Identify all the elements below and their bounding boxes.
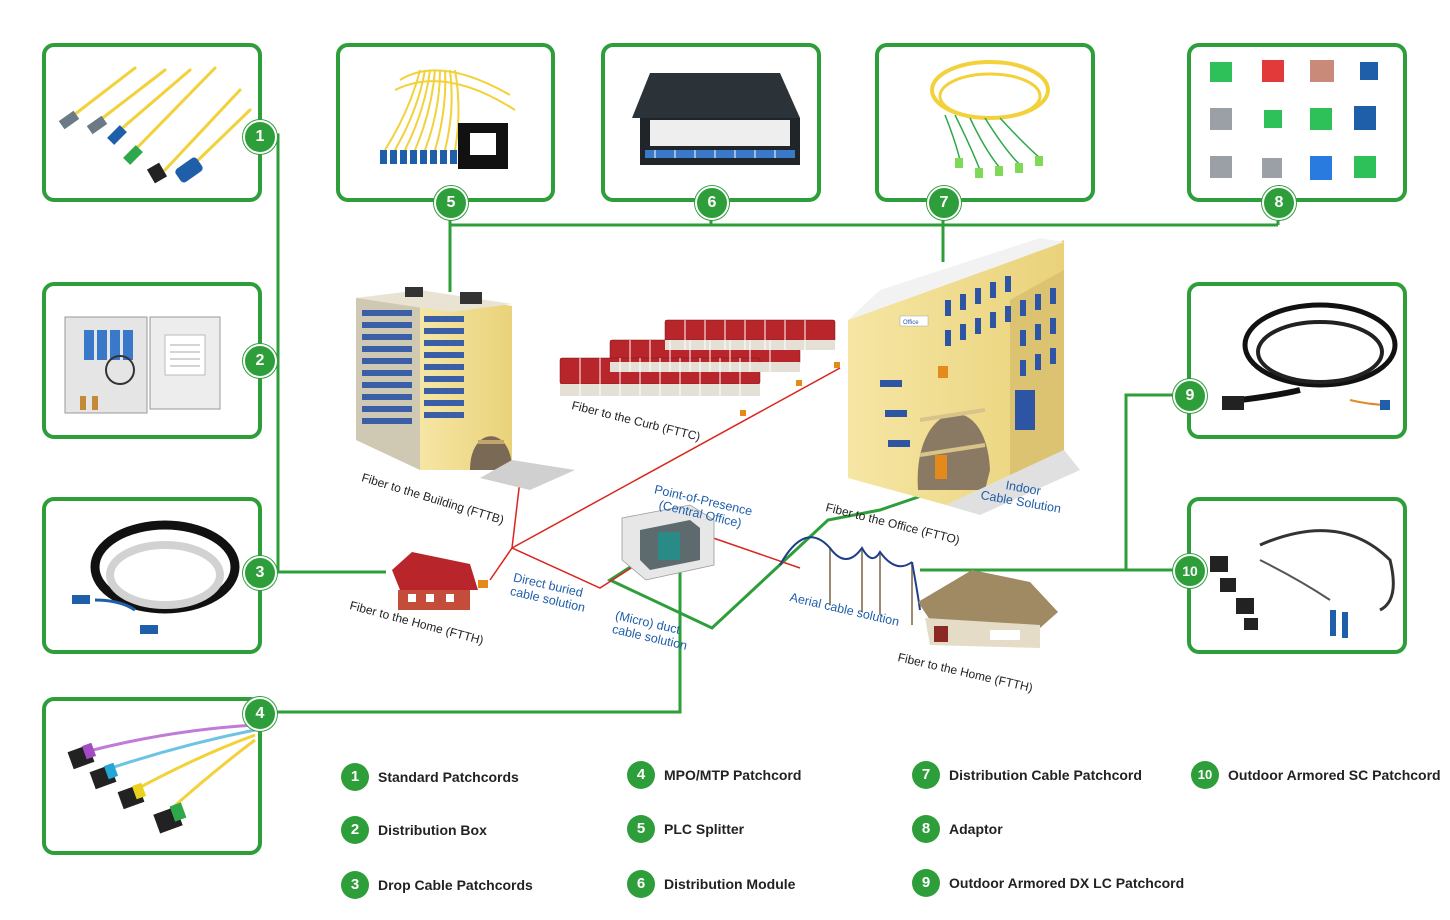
legend-item-4: 4 MPO/MTP Patchcord: [627, 760, 801, 790]
badge-8: 8: [1262, 186, 1296, 220]
legend-item-5: 5 PLC Splitter: [627, 814, 744, 844]
legend-item-8: 8 Adaptor: [912, 814, 1003, 844]
legend-num-3: 3: [341, 871, 369, 899]
badge-6: 6: [695, 186, 729, 220]
legend-text-9: Outdoor Armored DX LC Patchcord: [949, 875, 1185, 891]
legend-item-7: 7 Distribution Cable Patchcord: [912, 760, 1142, 790]
legend-num-9: 9: [912, 869, 940, 897]
badge-1: 1: [243, 120, 277, 154]
badge-7: 7: [927, 186, 961, 220]
fttc-houses: [559, 319, 840, 416]
product-7-illustration: [930, 60, 1050, 178]
legend-item-2: 2 Distribution Box: [341, 815, 487, 845]
legend-text-2: Distribution Box: [378, 822, 487, 838]
badge-2: 2: [243, 344, 277, 378]
legend-num-7: 7: [912, 761, 940, 789]
legend-text-7: Distribution Cable Patchcord: [949, 767, 1142, 783]
product-4-illustration: [67, 723, 256, 834]
ftth-right-house: [918, 570, 1058, 648]
legend-num-8: 8: [912, 815, 940, 843]
legend-text-5: PLC Splitter: [664, 821, 745, 837]
legend-text-3: Drop Cable Patchcords: [378, 877, 533, 893]
badge-10: 10: [1173, 554, 1207, 588]
fttb-building: [356, 287, 575, 490]
legend-text-8: Adaptor: [949, 821, 1003, 837]
legend-num-6: 6: [627, 870, 655, 898]
legend-item-3: 3 Drop Cable Patchcords: [341, 870, 533, 900]
product-5-illustration: [380, 69, 516, 169]
legend-item-1: 1 Standard Patchcords: [341, 762, 519, 792]
ftth-left-house: [392, 552, 488, 610]
legend-text-1: Standard Patchcords: [378, 769, 519, 785]
badge-4: 4: [243, 697, 277, 731]
legend-num-4: 4: [627, 761, 655, 789]
legend-item-9: 9 Outdoor Armored DX LC Patchcord: [912, 868, 1184, 898]
legend-text-6: Distribution Module: [664, 876, 796, 892]
product-10-illustration: [1210, 529, 1395, 638]
legend-item-6: 6 Distribution Module: [627, 869, 795, 899]
connector-4: [262, 560, 682, 714]
badge-9: 9: [1173, 379, 1207, 413]
aerial-cable-poles: [779, 536, 921, 625]
product-9-illustration: [1222, 302, 1398, 410]
legend-num-5: 5: [627, 815, 655, 843]
legend-item-10: 10 Outdoor Armored SC Patchcord: [1191, 760, 1441, 790]
product-2-illustration: [64, 316, 221, 414]
legend-num-1: 1: [341, 763, 369, 791]
product-6-illustration: [632, 73, 800, 165]
office-sign-text: Office: [903, 320, 919, 326]
legend-text-4: MPO/MTP Patchcord: [664, 767, 802, 783]
badge-5: 5: [434, 186, 468, 220]
ftto-building: Office: [848, 238, 1080, 515]
product-1-illustration: [58, 66, 252, 184]
connector-9-10: [920, 393, 1188, 572]
legend-num-10: 10: [1191, 761, 1219, 789]
product-box-4: [42, 697, 262, 855]
product-box-10: [1187, 497, 1407, 654]
product-3-illustration: [72, 520, 240, 634]
badge-3: 3: [243, 556, 277, 590]
central-office: [621, 504, 715, 581]
product-8-illustration: [1210, 60, 1378, 180]
product-box-7: [875, 43, 1095, 202]
legend-num-2: 2: [341, 816, 369, 844]
legend-text-10: Outdoor Armored SC Patchcord: [1228, 767, 1441, 783]
green-duct-line: [606, 478, 969, 630]
